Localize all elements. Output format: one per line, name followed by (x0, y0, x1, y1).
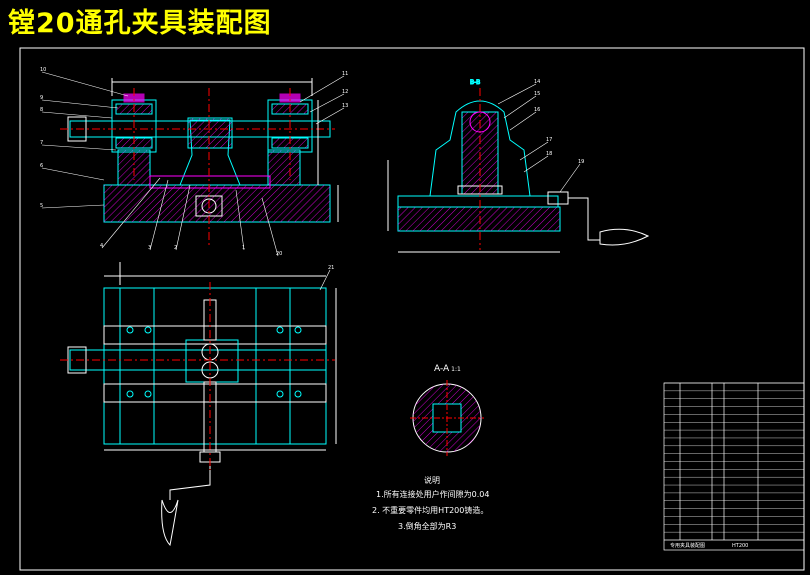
side-leader-2 (509, 111, 537, 131)
front-leader-1 (41, 99, 119, 109)
side-leader-3 (519, 141, 549, 161)
top-view (60, 262, 337, 547)
front-balloon-13: 13 (342, 103, 348, 109)
parts-list-rows (664, 382, 804, 533)
parts-list (663, 382, 805, 551)
front-balloon-2: 8 (40, 107, 43, 113)
front-leader-12 (309, 93, 345, 113)
front-leader-13 (315, 107, 345, 125)
front-leader-4 (41, 167, 105, 181)
front-balloon-12: 12 (342, 89, 348, 95)
title-block-label: 专用夹具装配图 (670, 542, 705, 549)
note-1: 1.所有连接处用户作间隙为0.04 (376, 490, 490, 499)
front-balloon-1: 9 (40, 95, 43, 101)
front-balloon-6: 4 (100, 243, 103, 249)
front-balloon-7: 3 (148, 245, 151, 251)
front-leader-3 (41, 144, 117, 151)
side-view-label: B-B (470, 79, 480, 86)
drawing-border (19, 47, 805, 571)
front-leader-11 (299, 75, 345, 103)
side-view: B-B (387, 79, 650, 253)
front-balloon-9: 1 (242, 245, 245, 251)
side-balloon-0: 14 (534, 79, 540, 85)
side-leader-4 (523, 155, 549, 173)
notes-heading: 说明 (424, 476, 440, 485)
front-leader-9 (235, 189, 245, 251)
front-balloon-8: 2 (174, 245, 177, 251)
front-leader-0 (41, 71, 129, 97)
section-a-a (410, 380, 484, 456)
front-balloon-3: 7 (40, 140, 43, 146)
main-shaft (69, 120, 331, 138)
front-balloon-0: 10 (40, 67, 46, 73)
side-housing (429, 100, 531, 197)
note-3: 3.倒角全部为R3 (398, 522, 457, 531)
side-leader-5 (559, 163, 581, 193)
note-2: 2. 不重要零件均用HT200铸造。 (372, 506, 489, 515)
top-leader-0 (319, 269, 331, 291)
front-leader-2 (41, 111, 113, 119)
section-name: A-A (434, 364, 450, 374)
side-balloon-1: 15 (534, 91, 540, 97)
top-outline (103, 287, 327, 445)
front-balloon-11: 11 (342, 71, 348, 77)
side-balloon-2: 16 (534, 107, 540, 113)
top-crank-handle (161, 499, 179, 547)
side-leader-0 (497, 83, 537, 105)
front-leader-5 (41, 204, 105, 209)
section-scale: 1:1 (451, 366, 461, 373)
front-balloon-5: 5 (40, 203, 43, 209)
front-leader-7 (149, 179, 169, 251)
front-leader-6 (101, 177, 161, 249)
side-leader-1 (503, 95, 537, 119)
front-leader-8 (175, 184, 191, 251)
front-view (60, 78, 339, 245)
drawing-title: 镗20通孔夹具装配图 (8, 8, 272, 39)
front-balloon-4: 6 (40, 163, 43, 169)
front-balloon-10: 20 (276, 251, 282, 257)
top-shaft (69, 349, 327, 371)
title-block-material: HT200 (732, 543, 748, 549)
side-balloon-5: 19 (578, 159, 584, 165)
top-balloon-0: 21 (328, 265, 334, 271)
side-balloon-4: 18 (546, 151, 552, 157)
side-balloon-3: 17 (546, 137, 552, 143)
crank-handle (599, 228, 650, 246)
front-leader-10 (261, 197, 279, 257)
